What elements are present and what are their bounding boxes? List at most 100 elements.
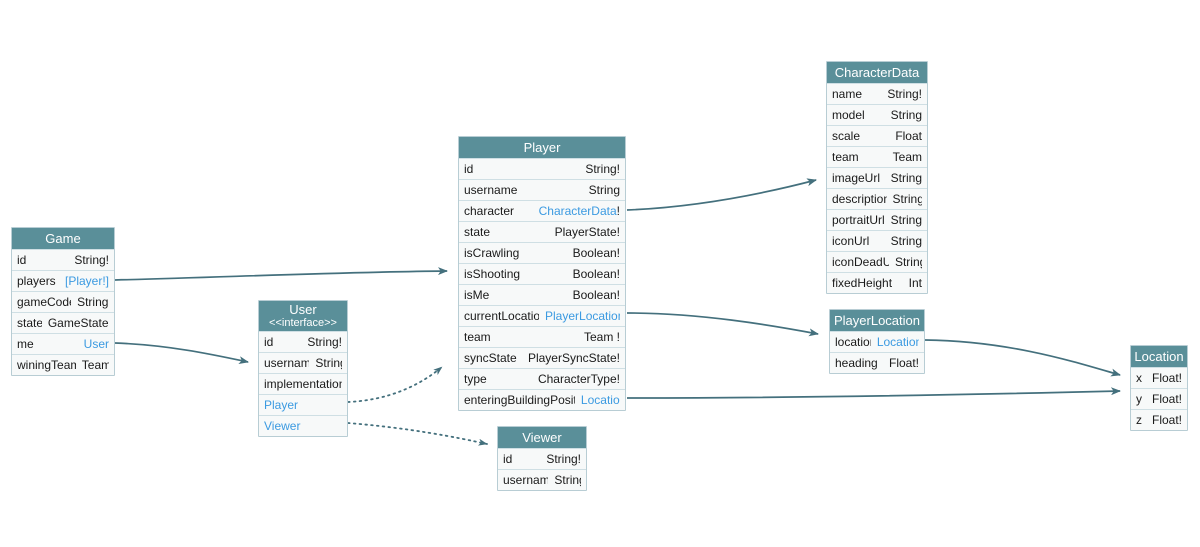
- field-row[interactable]: state GameState!: [12, 312, 114, 333]
- field-type: String!: [307, 334, 342, 349]
- field-row[interactable]: isCrawling Boolean!: [459, 242, 625, 263]
- field-row[interactable]: winingTeam Team: [12, 354, 114, 375]
- field-row[interactable]: team Team: [827, 146, 927, 167]
- field-name: fixedHeight: [832, 275, 893, 290]
- field-type: Location: [580, 392, 620, 407]
- field-row[interactable]: state PlayerState!: [459, 221, 625, 242]
- field-row[interactable]: isShooting Boolean!: [459, 263, 625, 284]
- field-row[interactable]: id String!: [459, 158, 625, 179]
- edge-user-impl-player: [347, 366, 443, 403]
- field-name: model: [832, 107, 865, 122]
- implementation-row-player[interactable]: Player: [259, 394, 347, 415]
- field-name: players: [17, 273, 56, 288]
- field-type: Float!: [1151, 412, 1182, 427]
- field-row[interactable]: portraitUrl String: [827, 209, 927, 230]
- field-type: String: [892, 191, 922, 206]
- field-type-suffix: !: [616, 203, 620, 218]
- field-name: x: [1136, 370, 1142, 385]
- field-name: state: [17, 315, 42, 330]
- field-row[interactable]: currentLocation PlayerLocation!: [459, 305, 625, 326]
- field-row[interactable]: description String: [827, 188, 927, 209]
- field-name: name: [832, 86, 863, 101]
- entity-user-title: User <<interface>>: [259, 301, 347, 331]
- field-type: PlayerLocation: [545, 308, 620, 323]
- field-row[interactable]: isMe Boolean!: [459, 284, 625, 305]
- field-type-group: PlayerLocation!: [539, 307, 620, 326]
- entity-character-data-title: CharacterData: [827, 62, 927, 83]
- field-row[interactable]: iconUrl String: [827, 230, 927, 251]
- implementation-name: Player: [264, 397, 299, 412]
- entity-player-location-title: PlayerLocation: [830, 310, 924, 331]
- edge-player-currentlocation-to-playerlocation: [626, 312, 819, 337]
- field-row[interactable]: username String: [498, 469, 586, 490]
- field-name: isCrawling: [464, 245, 520, 260]
- field-name: iconUrl: [832, 233, 870, 248]
- field-row[interactable]: enteringBuildingPosition Location: [459, 389, 625, 410]
- field-row[interactable]: gameCode String!: [12, 291, 114, 312]
- field-row[interactable]: iconDeadUrl String: [827, 251, 927, 272]
- field-row[interactable]: character CharacterData!: [459, 200, 625, 221]
- field-row[interactable]: username String: [459, 179, 625, 200]
- field-name: type: [464, 371, 487, 386]
- field-row[interactable]: model String: [827, 104, 927, 125]
- field-row[interactable]: type CharacterType!: [459, 368, 625, 389]
- field-row[interactable]: team Team !: [459, 326, 625, 347]
- field-row[interactable]: y Float!: [1131, 388, 1187, 409]
- field-type: GameState!: [47, 315, 109, 330]
- entity-user[interactable]: User <<interface>> id String! username S…: [258, 300, 348, 437]
- entity-player[interactable]: Player id String! username String charac…: [458, 136, 626, 411]
- entity-game[interactable]: Game id String! players [Player!] gameCo…: [11, 227, 115, 376]
- field-type: [Player!]: [64, 273, 109, 288]
- field-row[interactable]: players [Player!]: [12, 270, 114, 291]
- field-row[interactable]: username String: [259, 352, 347, 373]
- field-row[interactable]: scale Float: [827, 125, 927, 146]
- entity-location-title: Location: [1131, 346, 1187, 367]
- field-type-group: CharacterData!: [533, 202, 620, 221]
- entity-character-data[interactable]: CharacterData name String! model String …: [826, 61, 928, 294]
- field-type-group: Location!: [871, 333, 919, 352]
- implementation-row-viewer[interactable]: Viewer: [259, 415, 347, 436]
- field-name: character: [464, 203, 515, 218]
- field-type: String: [588, 182, 620, 197]
- entity-player-location[interactable]: PlayerLocation location Location! headin…: [829, 309, 925, 374]
- field-row[interactable]: heading Float!: [830, 352, 924, 373]
- field-name: username: [503, 472, 548, 487]
- field-name: heading: [835, 355, 878, 370]
- field-row[interactable]: syncState PlayerSyncState!: [459, 347, 625, 368]
- field-row[interactable]: id String!: [498, 448, 586, 469]
- field-name: winingTeam: [17, 357, 76, 372]
- field-type: String!: [887, 86, 922, 101]
- field-type: Boolean!: [572, 245, 620, 260]
- field-row[interactable]: name String!: [827, 83, 927, 104]
- implementation-name: Viewer: [264, 418, 301, 433]
- field-type: PlayerState!: [554, 224, 620, 239]
- field-row[interactable]: id String!: [12, 249, 114, 270]
- field-name: state: [464, 224, 491, 239]
- entity-player-title: Player: [459, 137, 625, 158]
- implementations-label: implementations: [264, 376, 342, 391]
- edge-player-enteringbuildingposition-to-location: [626, 387, 1121, 399]
- field-name: id: [264, 334, 274, 349]
- field-row[interactable]: imageUrl String: [827, 167, 927, 188]
- field-row[interactable]: x Float!: [1131, 367, 1187, 388]
- field-type: Team: [892, 149, 922, 164]
- field-type: String: [890, 107, 922, 122]
- edge-user-impl-viewer: [347, 422, 488, 446]
- field-row[interactable]: location Location!: [830, 331, 924, 352]
- edge-game-me-to-user: [114, 342, 249, 365]
- field-type: Team !: [583, 329, 620, 344]
- field-type: String: [890, 212, 922, 227]
- field-name: location: [835, 334, 871, 349]
- field-row[interactable]: id String!: [259, 331, 347, 352]
- field-row[interactable]: z Float!: [1131, 409, 1187, 430]
- field-name: enteringBuildingPosition: [464, 392, 575, 407]
- entity-viewer[interactable]: Viewer id String! username String: [497, 426, 587, 491]
- entity-user-name: User: [289, 302, 317, 317]
- field-type: Float: [895, 128, 922, 143]
- entity-location[interactable]: Location x Float! y Float! z Float!: [1130, 345, 1188, 431]
- field-type: Float!: [888, 355, 919, 370]
- field-name: scale: [832, 128, 861, 143]
- field-row[interactable]: fixedHeight Int: [827, 272, 927, 293]
- field-row[interactable]: me User: [12, 333, 114, 354]
- edge-player-character-to-characterdata: [626, 178, 817, 211]
